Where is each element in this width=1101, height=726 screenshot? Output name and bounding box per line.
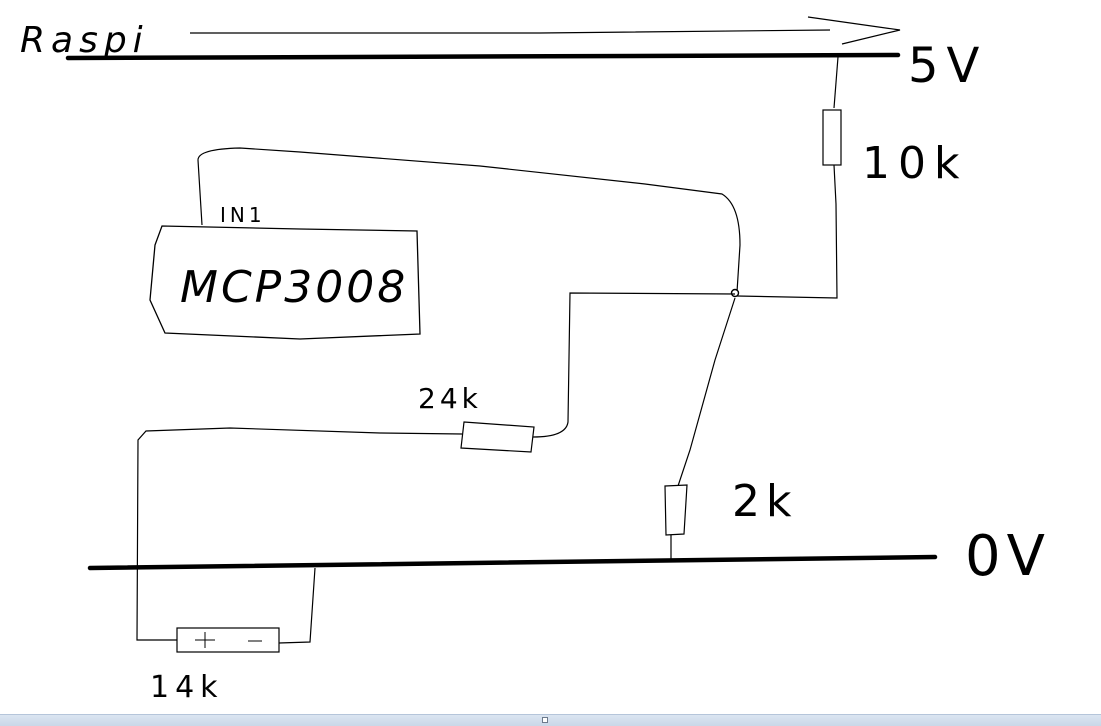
wire-24k-left xyxy=(136,427,463,641)
resistor-14k-marks xyxy=(195,632,262,648)
junction-node xyxy=(730,288,740,298)
label-mcp3008: MCP3008 xyxy=(180,262,408,313)
wire-junction-24k xyxy=(532,292,736,438)
label-raspi: Raspi xyxy=(20,20,149,61)
resistor-14k xyxy=(176,627,280,653)
wire-10k-bottom xyxy=(736,164,838,299)
label-14k: 14k xyxy=(150,670,224,705)
wire-junction-2k xyxy=(677,297,736,487)
raspi-arrow xyxy=(190,16,901,45)
wire-10k-top xyxy=(833,56,839,109)
chip-mcp3008 xyxy=(149,225,421,340)
wire-in1 xyxy=(197,147,741,293)
label-2k: 2k xyxy=(732,476,797,527)
resistor-10k xyxy=(822,109,842,166)
rail-0v xyxy=(87,554,938,571)
rail-5v xyxy=(65,52,901,61)
label-in1: IN1 xyxy=(220,203,266,227)
label-24k: 24k xyxy=(418,382,482,415)
resistor-24k xyxy=(460,421,535,453)
resize-grip-icon[interactable] xyxy=(542,717,548,723)
resistor-2k xyxy=(664,484,688,536)
label-10k: 10k xyxy=(862,138,967,189)
wire-14k-right xyxy=(278,567,316,644)
status-bar xyxy=(0,714,1101,726)
label-5v: 5V xyxy=(908,38,987,94)
label-0v: 0V xyxy=(965,524,1051,589)
